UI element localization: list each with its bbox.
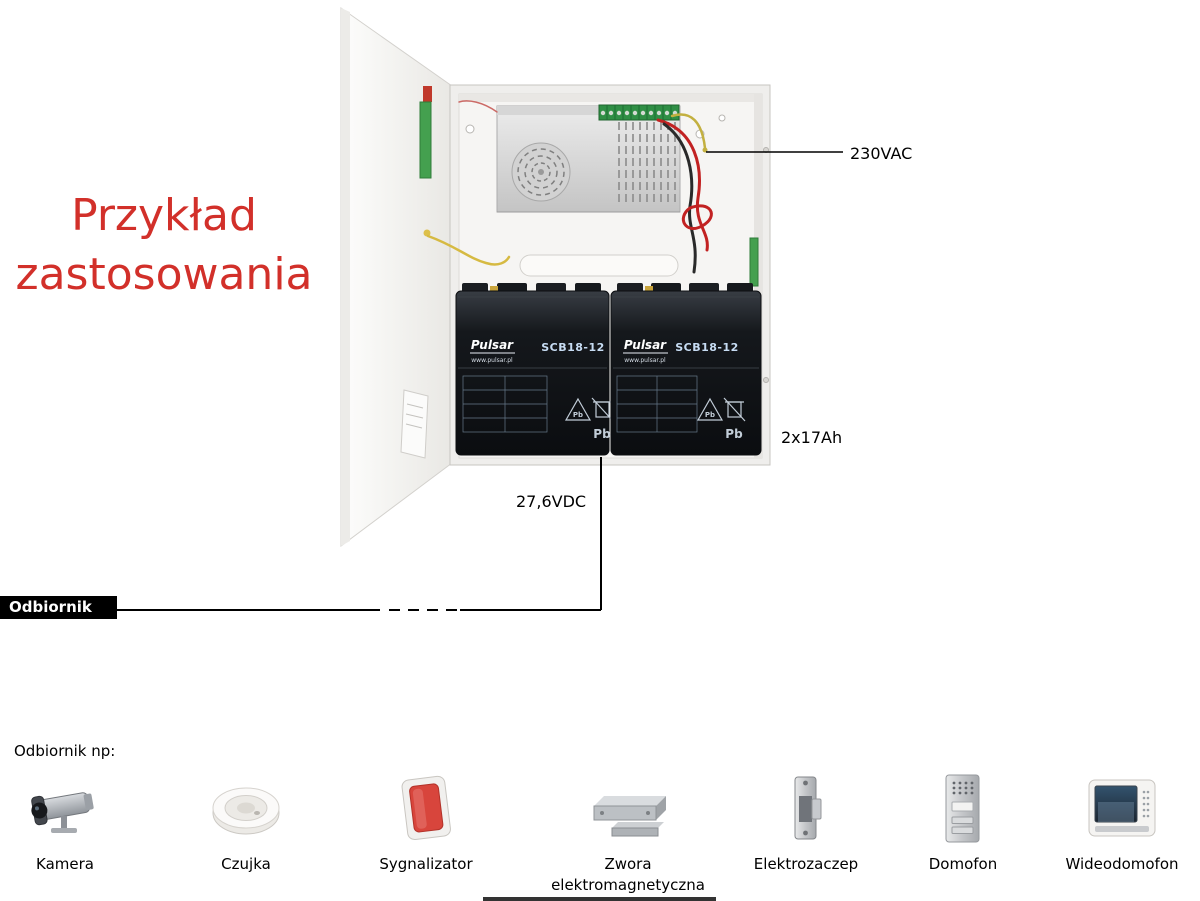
recycle-pb-icon bbox=[564, 397, 592, 421]
receiver-item-label: Sygnalizator bbox=[379, 855, 473, 873]
battery-brand-url: www.pulsar.pl bbox=[624, 357, 666, 364]
siren-icon-box bbox=[384, 770, 468, 844]
receiver-item-label: Wideodomofon bbox=[1065, 855, 1179, 873]
receiver-item-sygnalizator: Sygnalizator bbox=[351, 770, 501, 875]
enclosure-body bbox=[449, 84, 771, 466]
cropped-next-section-edge bbox=[483, 897, 716, 901]
video-intercom-icon bbox=[1088, 779, 1156, 837]
receiver-item-label: Kamera bbox=[36, 855, 94, 873]
page-title: Przykład zastosowania bbox=[12, 186, 316, 304]
crossed-bin-pb-icon bbox=[591, 397, 614, 422]
pb-symbol: Pb bbox=[725, 427, 743, 441]
receiver-item-kamera: Kamera bbox=[0, 770, 130, 875]
siren-icon bbox=[401, 775, 451, 841]
battery-capacity-label: 2x17Ah bbox=[781, 428, 843, 447]
receiver-item-label: Zwora elektromagnetyczna bbox=[551, 855, 705, 894]
camera-icon-box bbox=[23, 770, 107, 844]
enclosure-door bbox=[340, 7, 453, 547]
camera-icon bbox=[31, 792, 94, 833]
intercom-icon bbox=[945, 774, 980, 843]
pb-symbol: Pb bbox=[573, 411, 583, 419]
battery-left: Pulsar www.pulsar.pl SCB18-12 Pb Pb bbox=[455, 283, 614, 456]
pb-symbol: Pb bbox=[705, 411, 715, 419]
smoke-detector-icon bbox=[212, 787, 280, 835]
receiver-item-czujka: Czujka bbox=[171, 770, 321, 875]
electric-strike-icon-box bbox=[764, 770, 848, 844]
magnetic-lock-icon-box bbox=[586, 770, 670, 844]
receiver-item-label: Czujka bbox=[221, 855, 271, 873]
receiver-item-label: Elektrozaczep bbox=[753, 855, 859, 873]
title-line-2: zastosowania bbox=[15, 249, 313, 300]
video-intercom-icon-box bbox=[1080, 770, 1164, 844]
battery-brand-url: www.pulsar.pl bbox=[471, 357, 513, 364]
receiver-item-zwora: Zwora elektromagnetyczna bbox=[538, 770, 718, 896]
intercom-icon-box bbox=[921, 770, 1005, 844]
title-line-1: Przykład bbox=[71, 190, 257, 241]
battery-right: Pulsar www.pulsar.pl SCB18-12 Pb Pb bbox=[610, 283, 762, 456]
receiver-item-domofon: Domofon bbox=[888, 770, 1038, 875]
mains-voltage-label: 230VAC bbox=[850, 144, 913, 163]
receiver-item-elektrozaczep: Elektrozaczep bbox=[731, 770, 881, 875]
smoke-detector-icon-box bbox=[204, 770, 288, 844]
wiring bbox=[426, 100, 713, 274]
battery-model: SCB18-12 bbox=[675, 341, 739, 354]
pb-symbol: Pb bbox=[593, 427, 611, 441]
dc-voltage-label: 27,6VDC bbox=[516, 492, 587, 511]
receiver-label-text: Odbiornik bbox=[9, 598, 92, 616]
receiver-examples-heading: Odbiornik np: bbox=[14, 742, 116, 760]
crossed-bin-pb-icon bbox=[723, 397, 746, 422]
receiver-item-label: Domofon bbox=[928, 855, 998, 873]
receiver-label-box: Odbiornik bbox=[0, 596, 117, 619]
battery-brand: Pulsar bbox=[624, 338, 667, 352]
battery-brand: Pulsar bbox=[471, 338, 514, 352]
battery-model: SCB18-12 bbox=[541, 341, 605, 354]
electric-strike-icon bbox=[794, 776, 822, 840]
magnetic-lock-icon bbox=[593, 796, 666, 837]
psu-module bbox=[496, 104, 681, 213]
recycle-pb-icon bbox=[696, 397, 724, 421]
receiver-item-wideodomofon: Wideodomofon bbox=[1047, 770, 1197, 875]
